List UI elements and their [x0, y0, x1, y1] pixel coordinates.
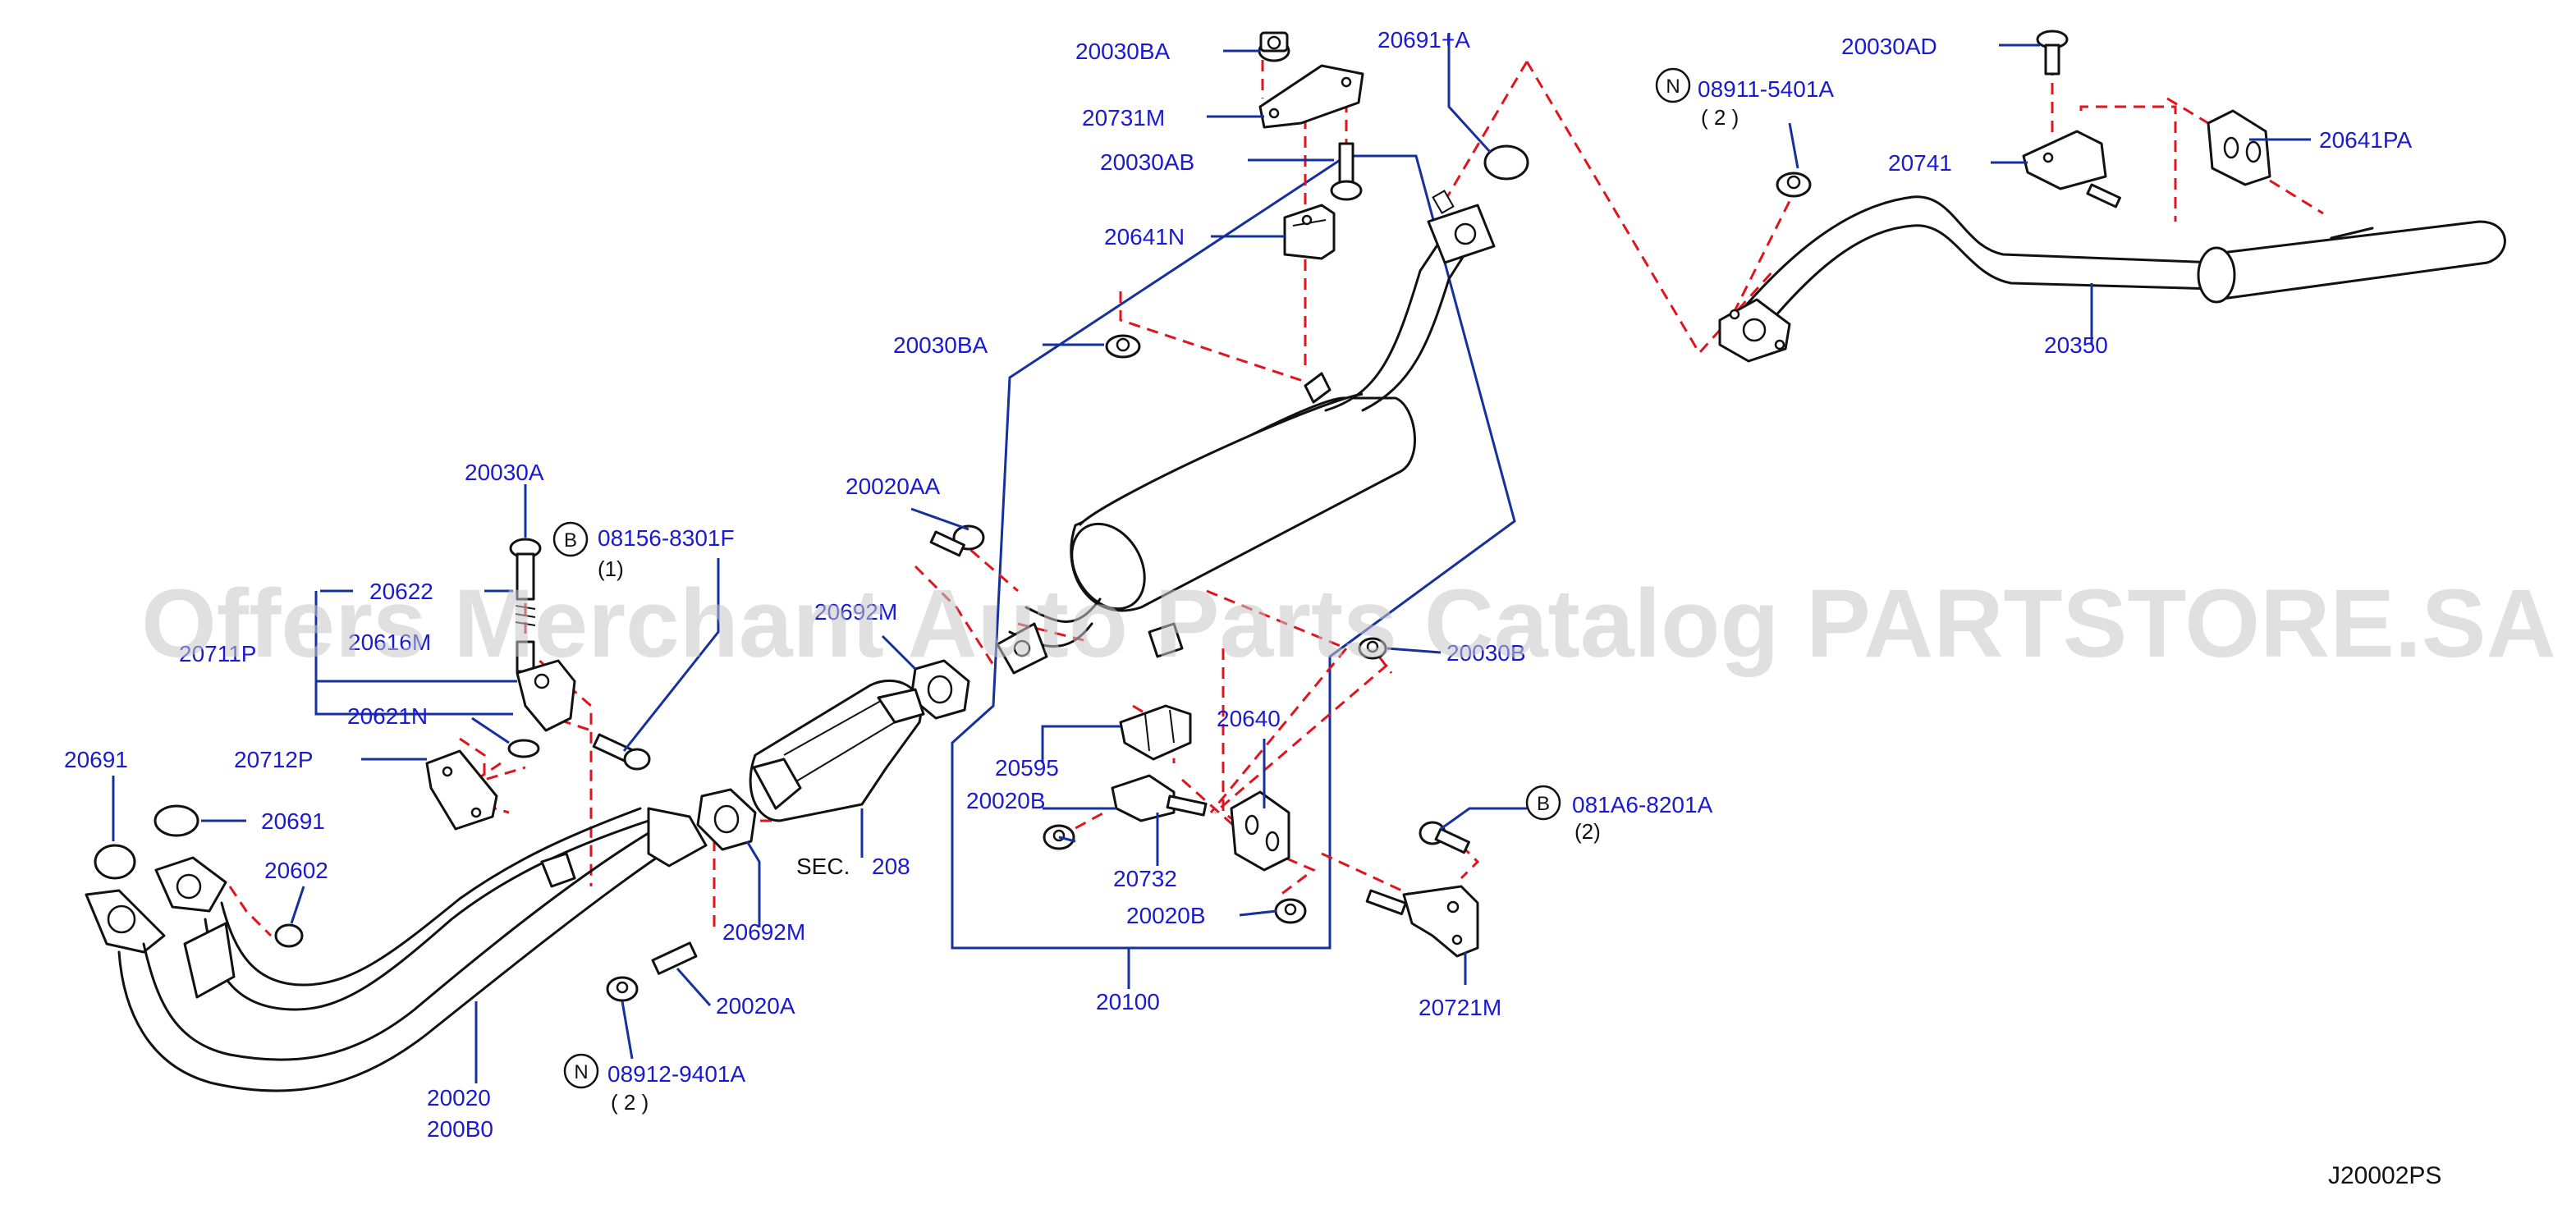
svg-text:B: B	[564, 529, 577, 552]
watermark: Offers Merchant Auto Parts Catalog PARTS…	[141, 570, 2556, 678]
label-20721M: 20721M	[1419, 995, 1501, 1020]
assembly-outline-20100	[951, 154, 1516, 950]
bolt-20030A	[509, 538, 542, 601]
label-20020: 20020	[427, 1085, 491, 1110]
label-200B0: 200B0	[427, 1116, 493, 1142]
label-20602: 20602	[264, 858, 328, 883]
label-20595: 20595	[995, 755, 1059, 781]
label-20020AA: 20020AA	[846, 474, 941, 499]
label-20692M-bottom: 20692M	[722, 919, 805, 945]
bolt-081A6-8201A	[1365, 821, 1470, 916]
bracket-20712P	[425, 749, 498, 831]
svg-text:N: N	[1666, 76, 1680, 98]
label-20691-A: 20691+A	[1377, 27, 1470, 53]
label-08156-8301F: 08156-8301F	[598, 525, 735, 551]
badge-n-08912: N	[563, 1053, 599, 1089]
svg-text:N: N	[574, 1061, 588, 1083]
diagram-code: J20002PS	[2328, 1162, 2441, 1189]
front-pipe-20020	[85, 807, 708, 1092]
nut-20030BA-mid	[1105, 334, 1141, 359]
label-20741: 20741	[1888, 150, 1952, 176]
badge-n-08911: N	[1655, 67, 1691, 103]
tail-pipe-20350	[1718, 195, 2506, 363]
main-muffler	[996, 190, 1496, 675]
qty-08156-8301F: (1)	[598, 556, 624, 581]
rubber-mount-20641N	[1283, 204, 1336, 260]
label-20020A: 20020A	[716, 993, 795, 1019]
label-08911-5401A: 08911-5401A	[1698, 76, 1834, 102]
label-20030AB: 20030AB	[1100, 149, 1194, 175]
bracket-20731M	[1258, 64, 1364, 129]
nut-20030BA-top	[1258, 31, 1290, 62]
badge-b-081A6: B	[1525, 785, 1561, 821]
label-081A6-8201A: 081A6-8201A	[1572, 792, 1713, 817]
gasket-20691-A	[1483, 144, 1529, 181]
nut-08911-5401A	[1776, 172, 1812, 198]
label-20621N: 20621N	[347, 703, 428, 729]
rubber-hanger-20641PA	[2207, 109, 2271, 186]
label-20712P: 20712P	[234, 747, 314, 772]
label-20616M: 20616M	[348, 630, 431, 655]
stud-bolt-20020AA	[929, 524, 985, 557]
label-20030BA-mid: 20030BA	[893, 332, 988, 358]
label-20030B: 20030B	[1446, 640, 1526, 666]
gasket-20692M-bottom	[696, 788, 757, 851]
catalytic-converter	[749, 679, 925, 822]
gasket-20691-a	[94, 844, 136, 880]
stud-20020A	[651, 941, 698, 975]
nut-20030B	[1358, 637, 1387, 660]
label-20732: 20732	[1113, 866, 1177, 891]
gasket-20692M-top	[910, 659, 970, 720]
qty-08911-5401A: ( 2 )	[1701, 105, 1739, 130]
leader-lines	[112, 33, 2311, 1083]
bracket-20721M	[1402, 885, 1479, 958]
nut-20602	[274, 923, 304, 948]
label-20020B-a: 20020B	[966, 788, 1046, 813]
washer-20621N	[507, 739, 540, 758]
label-20030AD: 20030AD	[1841, 34, 1937, 59]
qty-08912-9401A: ( 2 )	[611, 1090, 649, 1115]
bolt-20030AB	[1330, 142, 1363, 201]
label-20691-a: 20691	[64, 747, 128, 772]
part-labels: 20030BA 20691+A 20731M 20030AB 20641N 20…	[64, 27, 2412, 1142]
label-sec: SEC.	[796, 854, 850, 879]
label-20030A: 20030A	[465, 460, 544, 485]
label-sec-number: 208	[872, 854, 910, 879]
bracket-20711P	[516, 659, 576, 732]
gasket-20691-b	[154, 804, 199, 837]
svg-text:B: B	[1537, 793, 1550, 815]
label-20731M: 20731M	[1082, 105, 1165, 130]
label-20691-b: 20691	[261, 808, 325, 834]
label-20692M-top: 20692M	[814, 599, 897, 625]
label-20711P: 20711P	[179, 641, 256, 666]
bracket-20732	[1111, 774, 1208, 822]
nut-20020B-b	[1274, 898, 1307, 924]
rubber-hanger-20640	[1230, 790, 1290, 872]
label-08912-9401A: 08912-9401A	[607, 1061, 745, 1087]
label-20100: 20100	[1096, 989, 1160, 1014]
label-20020B-b: 20020B	[1126, 903, 1206, 928]
label-20350: 20350	[2044, 332, 2108, 358]
nut-08912-9401A	[606, 976, 639, 1002]
label-20640: 20640	[1217, 706, 1281, 731]
bolt-08156-8301F	[592, 733, 651, 771]
badge-b-08156: B	[552, 521, 589, 557]
qty-081A6-8201A: (2)	[1574, 819, 1601, 844]
label-20641N: 20641N	[1104, 224, 1185, 250]
label-20622: 20622	[369, 579, 433, 604]
bracket-20595	[1119, 704, 1192, 761]
label-20641PA: 20641PA	[2319, 127, 2412, 153]
label-20030BA-top: 20030BA	[1075, 39, 1171, 64]
bracket-20741	[2022, 130, 2121, 208]
bolt-20030AD	[2036, 30, 2069, 76]
